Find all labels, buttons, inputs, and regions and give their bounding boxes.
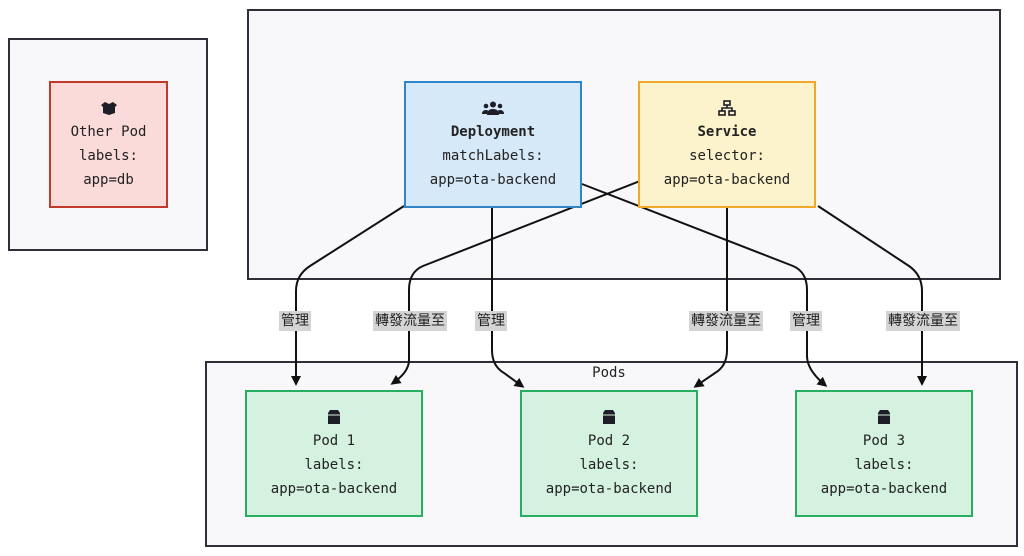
pod-3-labels-key: labels: [854,456,914,473]
edge-label-manage-pod3: 管理 [790,311,822,331]
edge-service-pod1 [390,180,641,385]
pod-3-name: Pod 3 [862,432,906,449]
edge-label-manage-pod1: 管理 [279,311,311,331]
box-open-icon [100,98,118,118]
network-icon [718,98,736,118]
pod-2-labels-key: labels: [579,456,639,473]
pod-2-name: Pod 2 [587,432,631,449]
deployment-matchlabels-value: app=ota-backend [429,171,557,188]
edge-label-forward-pod1: 轉發流量至 [373,311,447,331]
box-icon [877,407,891,427]
box-icon [327,407,341,427]
other-pod-name: Other Pod [70,123,147,140]
edge-service-pod3 [817,205,927,386]
edge-deployment-pod3 [581,183,828,387]
users-icon [482,98,504,118]
deployment-matchlabels-key: matchLabels: [442,147,544,164]
pod-1-node: Pod 1 labels: app=ota-backend [245,390,423,517]
other-pod-labels-key: labels: [78,147,138,164]
edge-service-pod2 [693,208,728,388]
box-icon [602,407,616,427]
pod-2-labels-value: app=ota-backend [545,480,673,497]
service-selector-value: app=ota-backend [663,171,791,188]
pod-1-name: Pod 1 [312,432,356,449]
deployment-title: Deployment [450,123,536,140]
pod-1-labels-key: labels: [304,456,364,473]
edge-deployment-pod2 [491,208,525,388]
service-selector-key: selector: [689,147,765,164]
pod-3-labels-value: app=ota-backend [820,480,948,497]
deployment-node: Deployment matchLabels: app=ota-backend [404,81,582,208]
service-node: Service selector: app=ota-backend [638,81,816,208]
pod-3-node: Pod 3 labels: app=ota-backend [795,390,973,517]
pod-2-node: Pod 2 labels: app=ota-backend [520,390,698,517]
edge-label-manage-pod2: 管理 [475,311,507,331]
pod-1-labels-value: app=ota-backend [270,480,398,497]
other-pod-labels-value: app=db [83,171,134,188]
edge-deployment-pod1 [291,205,405,386]
other-pod-node: Other Pod labels: app=db [49,81,168,208]
edge-label-forward-pod3: 轉發流量至 [886,311,960,331]
control-group [247,9,1001,280]
service-title: Service [697,123,757,140]
pods-group-title: Pods [592,365,626,381]
edge-label-forward-pod2: 轉發流量至 [689,311,763,331]
